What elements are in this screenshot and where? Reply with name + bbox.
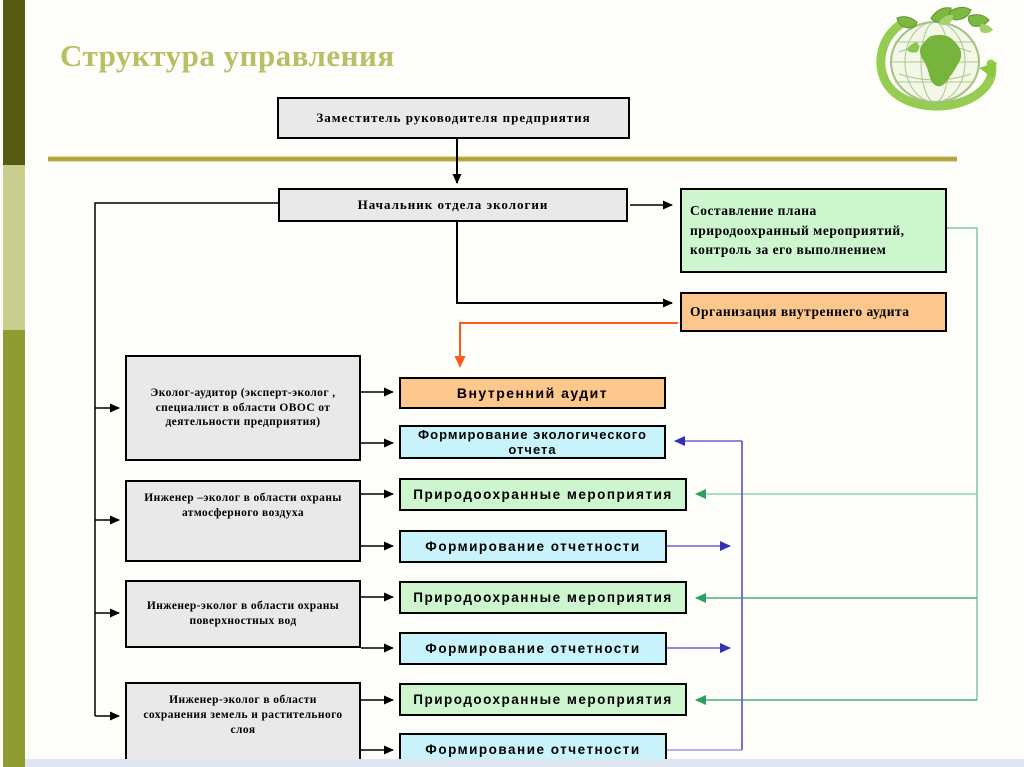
node-engineer-land-conservation: Инженер-эколог в области сохранения земе… [125,682,361,765]
accent-bar-dark [3,0,25,165]
node-environmental-activities-1: Природоохранные мероприятия [399,478,687,511]
node-environmental-activities-3: Природоохранные мероприятия [399,683,687,716]
node-engineer-air-protection: Инженер –эколог в области охраны атмосфе… [125,480,361,562]
node-ecologist-auditor: Эколог-аудитор (эксперт-эколог , специал… [125,355,361,461]
eco-globe-logo [876,6,997,111]
node-deputy-director: Заместитель руководителя предприятия [277,97,630,139]
accent-bar-mid [3,330,25,767]
node-internal-audit: Внутренний аудит [399,377,666,409]
node-plan-development: Составление плана природоохранный меропр… [680,188,947,273]
node-ecological-report: Формирование экологического отчета [399,425,666,459]
node-internal-audit-organization: Организация внутреннего аудита [680,292,947,332]
node-environmental-activities-2: Природоохранные мероприятия [399,581,687,614]
node-ecology-department-head: Начальник отдела экологии [278,188,628,222]
slide-bottom-edge [25,759,1024,767]
node-reporting-2: Формирование отчетности [399,632,667,665]
title-divider-rule [48,156,957,162]
node-engineer-surface-water: Инженер-эколог в области охраны поверхно… [125,580,361,648]
slide-title: Структура управления [60,38,395,73]
node-reporting-1: Формирование отчетности [399,530,667,563]
accent-bar-light [3,165,25,330]
